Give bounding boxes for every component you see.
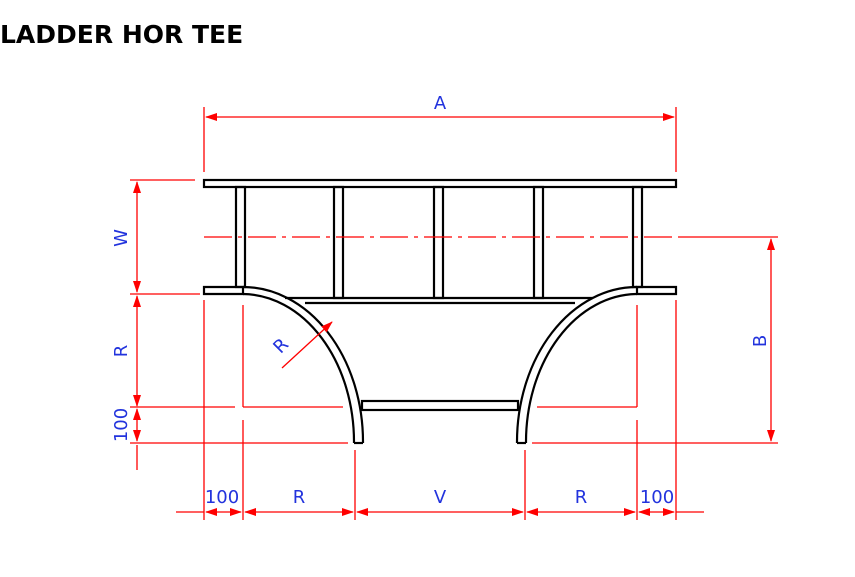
label-100-left-side: 100 bbox=[111, 408, 132, 442]
label-A: A bbox=[434, 93, 447, 114]
right-curve-inner bbox=[524, 292, 638, 444]
tee-outline bbox=[202, 178, 678, 445]
left-curve-inner bbox=[242, 292, 356, 444]
label-R-bottom-left: R bbox=[293, 487, 306, 508]
left-curve-outer bbox=[242, 285, 365, 444]
rung-3 bbox=[432, 185, 445, 300]
label-R-side: R bbox=[111, 345, 132, 358]
label-V: V bbox=[434, 487, 447, 508]
label-100-bottom-left: 100 bbox=[205, 487, 239, 508]
bottom-rail-right bbox=[635, 285, 678, 296]
rung-1 bbox=[234, 185, 247, 289]
dimension-lines bbox=[130, 107, 778, 520]
label-B: B bbox=[750, 335, 771, 347]
page-title: LADDER HOR TEE bbox=[0, 20, 244, 49]
branch-rung bbox=[360, 399, 520, 412]
label-R-radius: R bbox=[269, 334, 293, 358]
label-R-bottom-right: R bbox=[575, 487, 588, 508]
rung-5 bbox=[631, 185, 644, 289]
label-100-bottom-right: 100 bbox=[640, 487, 674, 508]
dim-R-radius-line bbox=[281, 321, 333, 369]
rung-4 bbox=[532, 185, 545, 300]
label-W: W bbox=[111, 229, 132, 247]
rung-2 bbox=[332, 185, 345, 300]
right-curve-outer bbox=[515, 285, 638, 444]
